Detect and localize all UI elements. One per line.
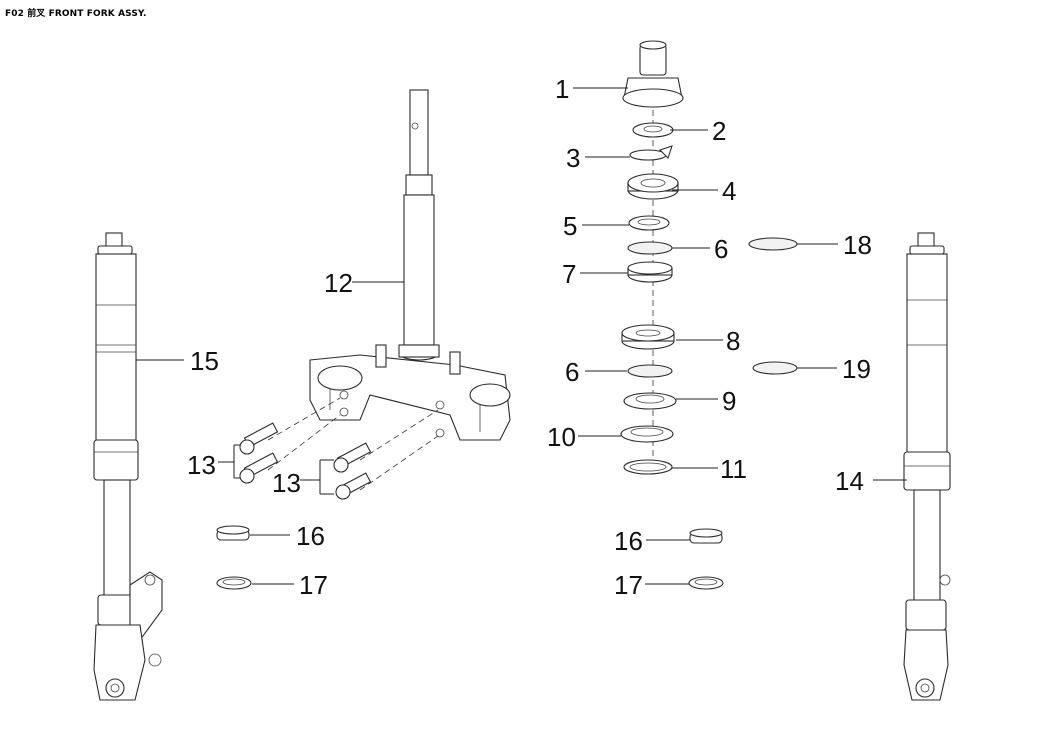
callout-15: 15 xyxy=(190,346,219,376)
callout-13-right: 13 xyxy=(272,468,301,498)
leader-lines xyxy=(136,87,907,585)
callout-7: 7 xyxy=(562,259,576,289)
callout-19: 19 xyxy=(842,354,871,384)
callout-5: 5 xyxy=(563,211,577,241)
callout-17-right: 17 xyxy=(614,570,643,600)
loose-rings xyxy=(216,237,798,590)
callout-18: 18 xyxy=(843,230,872,260)
steering-stem-lower-bracket xyxy=(309,89,511,441)
callout-3: 3 xyxy=(566,143,580,173)
callout-2: 2 xyxy=(712,116,726,146)
steering-head-stack xyxy=(620,40,684,475)
callout-16-right: 16 xyxy=(614,526,643,556)
callout-9: 9 xyxy=(722,386,736,416)
callout-1: 1 xyxy=(555,74,569,104)
callout-16-left: 16 xyxy=(296,521,325,551)
callout-4: 4 xyxy=(722,176,736,206)
callout-6-lower: 6 xyxy=(565,357,579,387)
diagram-title: F02 前叉 FRONT FORK ASSY. xyxy=(5,9,147,19)
callout-labels: 1 2 3 4 5 6 7 8 6 9 10 11 12 13 13 14 15… xyxy=(187,74,872,600)
right-fork-leg xyxy=(903,232,951,701)
callout-17-left: 17 xyxy=(299,570,328,600)
callout-10: 10 xyxy=(547,422,576,452)
clamp-bolts xyxy=(239,397,439,500)
left-fork-leg xyxy=(93,232,163,701)
callout-12: 12 xyxy=(324,268,353,298)
callout-6-upper: 6 xyxy=(714,234,728,264)
callout-14: 14 xyxy=(835,466,864,496)
callout-13-left: 13 xyxy=(187,450,216,480)
callout-8: 8 xyxy=(726,326,740,356)
callout-11: 11 xyxy=(720,454,747,484)
